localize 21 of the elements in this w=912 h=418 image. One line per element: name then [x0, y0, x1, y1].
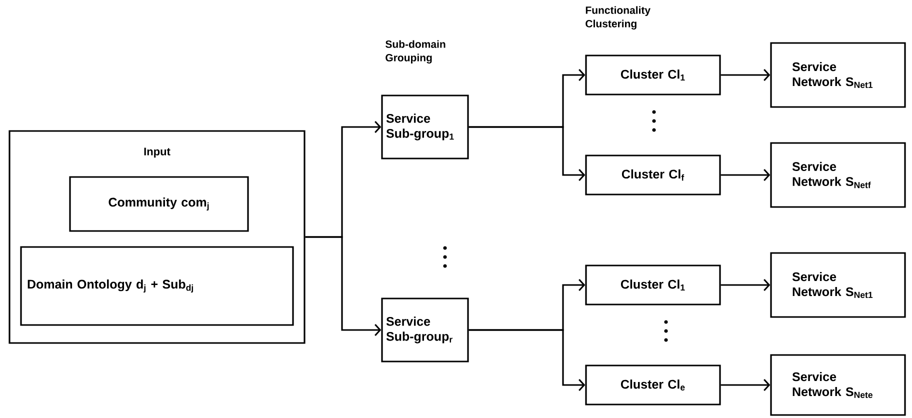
arrow	[468, 329, 586, 392]
column-heading: Sub-domain Grouping	[386, 40, 446, 64]
sub-group-box: Service Sub-group$_{1}$	[381, 94, 469, 160]
cluster-box: Cluster Cl$_{e}$	[585, 364, 721, 406]
arrow	[720, 378, 770, 392]
arrow	[720, 168, 770, 182]
sub-group-box: Service Sub-group$_{r}$	[381, 298, 469, 362]
column-heading: Functionality Clustering	[586, 6, 650, 30]
network-box: Service Network S$_{Netf}$	[770, 142, 906, 208]
network-box: Service Network S$_{Net1}$	[770, 252, 906, 318]
cluster-box: Cluster Cl$_{1}$	[585, 54, 721, 96]
arrow	[468, 126, 586, 182]
cluster-box: Cluster Cl$_{1}$	[585, 264, 721, 306]
community-box: Community com$_{j}$	[69, 176, 249, 232]
network-box: Service Network S$_{Net1}$	[770, 42, 906, 108]
arrow	[720, 68, 770, 82]
ontology-box: Domain Ontology d$_{j}$ + Sub$_{dj}$	[20, 246, 294, 326]
arrow	[305, 236, 382, 336]
arrow	[720, 278, 770, 292]
network-box: Service Network S$_{Nete}$	[770, 354, 906, 416]
cluster-box: Cluster Cl$_{f}$	[585, 154, 721, 196]
